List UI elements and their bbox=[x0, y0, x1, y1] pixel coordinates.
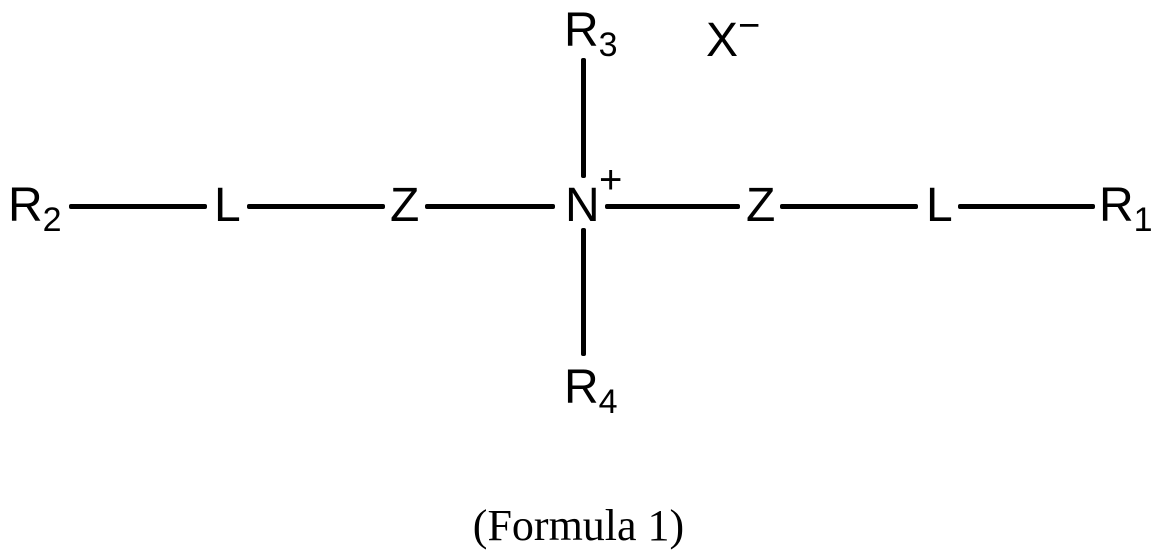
atom-l-left: L bbox=[214, 182, 241, 230]
bond-l-z-left bbox=[247, 204, 385, 209]
counter-ion: X− bbox=[706, 7, 760, 67]
atom-r4-symbol: R bbox=[564, 361, 599, 414]
bond-n-z-right bbox=[605, 204, 740, 209]
formula-caption: (Formula 1) bbox=[472, 501, 685, 550]
n-charge-sign: + bbox=[599, 158, 623, 202]
atom-r1: R1 bbox=[1099, 179, 1153, 238]
counter-ion-symbol: X bbox=[706, 14, 739, 67]
atom-l-right: L bbox=[926, 182, 953, 230]
atom-r4: R4 bbox=[564, 361, 618, 420]
atom-r4-subscript: 4 bbox=[598, 383, 618, 421]
bond-l-r1 bbox=[958, 204, 1095, 209]
atom-r2: R2 bbox=[8, 179, 62, 238]
bond-z-l-right bbox=[780, 204, 918, 209]
bond-z-n-left bbox=[425, 204, 555, 209]
atom-r1-subscript: 1 bbox=[1133, 201, 1153, 239]
n-charge: + bbox=[599, 160, 622, 200]
atom-r2-subscript: 2 bbox=[42, 201, 62, 239]
atom-z-right: Z bbox=[746, 182, 775, 230]
atom-r2-symbol: R bbox=[8, 179, 43, 232]
atom-r1-symbol: R bbox=[1099, 179, 1134, 232]
atom-z-right-symbol: Z bbox=[746, 179, 776, 232]
atom-z-left-symbol: Z bbox=[390, 179, 420, 232]
atom-n-center: N bbox=[565, 182, 600, 230]
bond-r2-l bbox=[69, 204, 207, 209]
atom-z-left: Z bbox=[390, 182, 419, 230]
atom-l-left-symbol: L bbox=[214, 179, 241, 232]
atom-r3: R3 bbox=[564, 4, 618, 63]
atom-r3-subscript: 3 bbox=[598, 26, 618, 64]
atom-l-right-symbol: L bbox=[926, 179, 953, 232]
atom-r3-symbol: R bbox=[564, 4, 599, 57]
counter-ion-charge: − bbox=[738, 5, 761, 47]
bond-n-r4 bbox=[581, 228, 586, 356]
atom-n-symbol: N bbox=[565, 179, 600, 232]
bond-n-r3 bbox=[581, 58, 586, 178]
